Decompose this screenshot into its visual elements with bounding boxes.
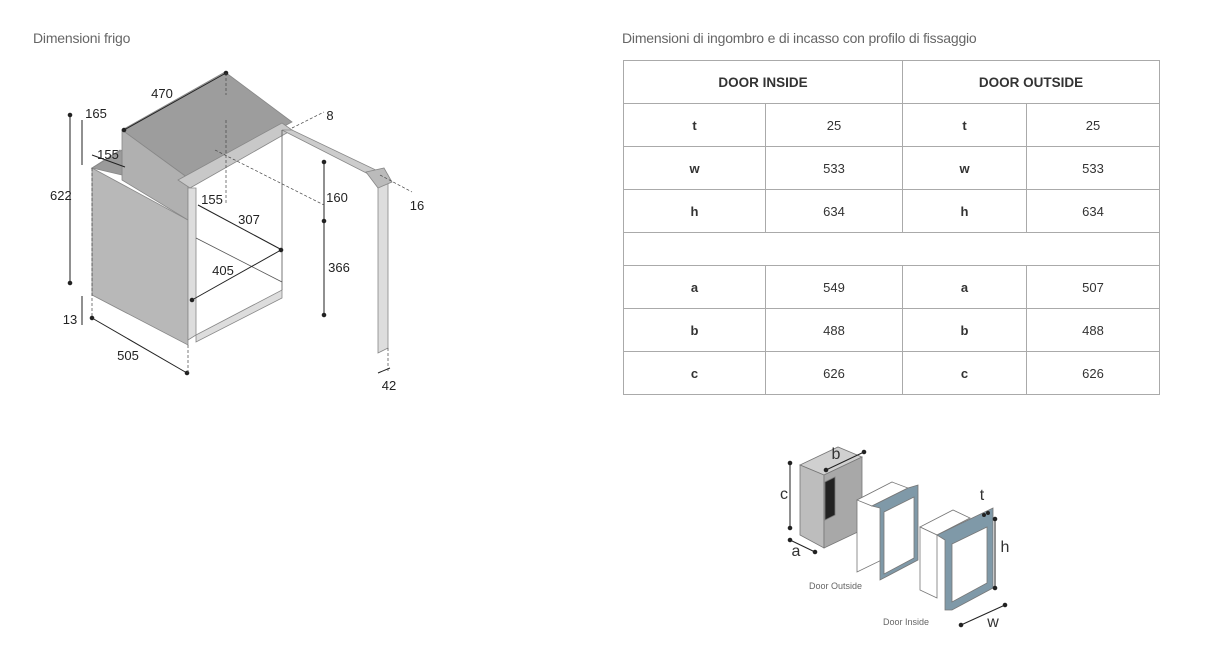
label-door-outside: Door Outside xyxy=(809,581,862,591)
label-a: a xyxy=(792,543,801,560)
fridge-dimensions-title: Dimensioni frigo xyxy=(33,30,131,46)
cell: 25 xyxy=(1026,103,1160,147)
cell: w xyxy=(902,146,1027,190)
label-w: w xyxy=(986,614,999,631)
cell: t xyxy=(623,103,766,147)
cell: 533 xyxy=(1026,146,1160,190)
dim-155-top: 155 xyxy=(97,147,119,162)
cell: c xyxy=(623,351,766,395)
cell: 626 xyxy=(1026,351,1160,395)
label-c: c xyxy=(780,486,788,503)
installation-dimensions-title: Dimensioni di ingombro e di incasso con … xyxy=(622,30,977,46)
cell: 533 xyxy=(765,146,903,190)
cell: b xyxy=(902,308,1027,352)
cell: b xyxy=(623,308,766,352)
dim-165: 165 xyxy=(85,106,107,121)
cell: 634 xyxy=(1026,189,1160,233)
cell: 25 xyxy=(765,103,903,147)
dim-16: 16 xyxy=(410,198,424,213)
cell: a xyxy=(902,265,1027,309)
dim-470: 470 xyxy=(151,86,173,101)
cell: w xyxy=(623,146,766,190)
label-t: t xyxy=(980,487,985,504)
label-h: h xyxy=(1001,539,1010,556)
cell: h xyxy=(902,189,1027,233)
label-door-inside: Door Inside xyxy=(883,617,929,627)
dim-13: 13 xyxy=(63,312,77,327)
dim-505: 505 xyxy=(117,348,139,363)
cell: c xyxy=(902,351,1027,395)
cell: 488 xyxy=(765,308,903,352)
cell: h xyxy=(623,189,766,233)
label-b: b xyxy=(832,446,841,463)
header-door-inside: DOOR INSIDE xyxy=(623,60,903,104)
dim-405: 405 xyxy=(212,263,234,278)
cell: 626 xyxy=(765,351,903,395)
table-separator-row xyxy=(623,232,1160,266)
dim-366: 366 xyxy=(328,260,350,275)
header-door-outside: DOOR OUTSIDE xyxy=(902,60,1160,104)
dim-307: 307 xyxy=(238,212,260,227)
cell: 488 xyxy=(1026,308,1160,352)
cell: a xyxy=(623,265,766,309)
cell: 634 xyxy=(765,189,903,233)
dim-622: 622 xyxy=(50,188,72,203)
dim-8: 8 xyxy=(326,108,333,123)
cell: t xyxy=(902,103,1027,147)
cell: 549 xyxy=(765,265,903,309)
fridge-dimension-drawing: 470 165 155 622 8 155 307 160 16 405 366… xyxy=(50,70,424,393)
installation-drawing: b c a t h w Door Outside Door Inside xyxy=(780,446,1010,631)
dim-42: 42 xyxy=(382,378,396,393)
cell: 507 xyxy=(1026,265,1160,309)
dim-160: 160 xyxy=(326,190,348,205)
dim-155-inner: 155 xyxy=(201,192,223,207)
